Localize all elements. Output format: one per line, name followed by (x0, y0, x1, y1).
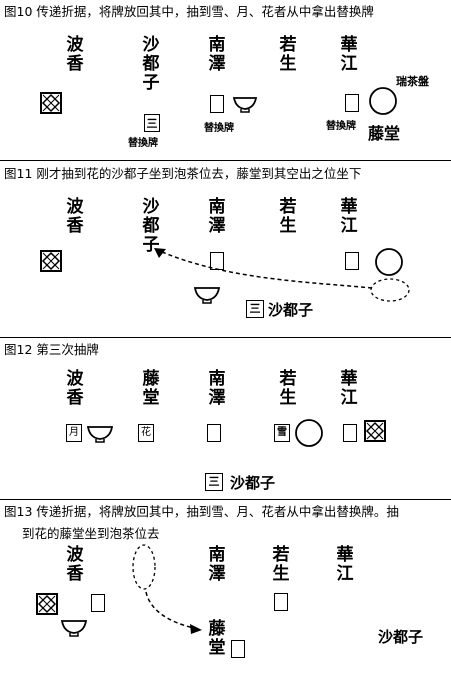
snow-card-icon: 雪 (274, 424, 290, 442)
toudo-name: 藤堂 (208, 619, 226, 658)
tea-circle-icon (369, 87, 397, 115)
pattern-card-icon (364, 420, 386, 442)
satoko-name: 沙都子 (268, 301, 314, 319)
seat-name-hako: 波香 (66, 35, 84, 74)
card-three-icon: 三 (246, 300, 264, 318)
seat-name-satoko: 沙都子 (142, 197, 160, 255)
toudo-name: 藤堂 (368, 124, 401, 143)
replace-card-label-2: 替換牌 (204, 123, 234, 134)
divider (0, 337, 451, 338)
fig12-caption: 图12 第三次抽牌 (4, 342, 99, 357)
seat-name-wakao: 若生 (279, 369, 297, 408)
blank-card-icon (91, 594, 105, 612)
card-three-icon: 三 (144, 114, 160, 132)
tea-bowl-icon (60, 620, 88, 637)
move-arrow (132, 544, 202, 634)
flower-card-icon: 花 (138, 424, 154, 442)
seat-name-wakao: 若生 (272, 545, 290, 584)
seat-name-wakao: 若生 (279, 197, 297, 236)
seat-name-hako: 波香 (66, 197, 84, 236)
seat-name-hako: 波香 (66, 545, 84, 584)
divider (0, 160, 451, 161)
blank-card-icon (231, 640, 245, 658)
seat-name-kako: 華江 (336, 545, 354, 584)
blank-card-icon (274, 593, 288, 611)
fig13-caption-line1: 图13 传递折据，将牌放回其中，抽到雪、月、花者从中拿出替换牌。抽 (4, 504, 399, 519)
seat-name-satoko: 沙都子 (142, 35, 160, 93)
snow-card-icon (36, 593, 58, 615)
satoko-name: 沙都子 (378, 628, 424, 646)
seat-name-nantaku: 南澤 (208, 35, 226, 74)
tea-bowl-icon (86, 426, 114, 443)
satoko-name: 沙都子 (230, 474, 276, 492)
tea-circle-icon (375, 248, 403, 276)
blank-card-icon (207, 424, 221, 442)
tea-circle-icon (295, 419, 323, 447)
tea-bowl-icon (193, 287, 221, 304)
tea-bowl-icon (232, 97, 258, 113)
seat-name-kako: 華江 (340, 35, 358, 74)
fig13-caption-line2: 到花的藤堂坐到泡茶位去 (22, 526, 160, 541)
seat-name-toudo: 藤堂 (142, 369, 160, 408)
seat-name-nantaku: 南澤 (208, 197, 226, 236)
blank-card-icon (345, 94, 359, 112)
moon-card-icon: 月 (66, 424, 82, 442)
fig10-caption: 图10 传递折据，将牌放回其中，抽到雪、月、花者从中拿出替换牌 (4, 4, 374, 19)
fig11-caption: 图11 刚才抽到花的沙都子坐到泡茶位去，藤堂到其空出之位坐下 (4, 166, 362, 181)
seat-name-hako: 波香 (66, 369, 84, 408)
snow-card-icon (40, 250, 62, 272)
replace-card-label-1: 替換牌 (128, 138, 158, 149)
blank-card-icon (343, 424, 357, 442)
seat-name-wakao: 若生 (279, 35, 297, 74)
blank-card-icon (345, 252, 359, 270)
seat-name-kako: 華江 (340, 369, 358, 408)
seat-name-kako: 華江 (340, 197, 358, 236)
divider (0, 499, 451, 500)
replace-card-label-3: 替換牌 (326, 121, 356, 132)
seat-name-nantaku: 南澤 (208, 369, 226, 408)
snow-card-icon (40, 92, 62, 114)
tea-tray-label: 瑞茶盤 (396, 75, 429, 88)
move-arrow (154, 248, 410, 302)
blank-card-icon (210, 95, 224, 113)
seat-name-nantaku: 南澤 (208, 545, 226, 584)
card-three-icon: 三 (205, 473, 223, 491)
